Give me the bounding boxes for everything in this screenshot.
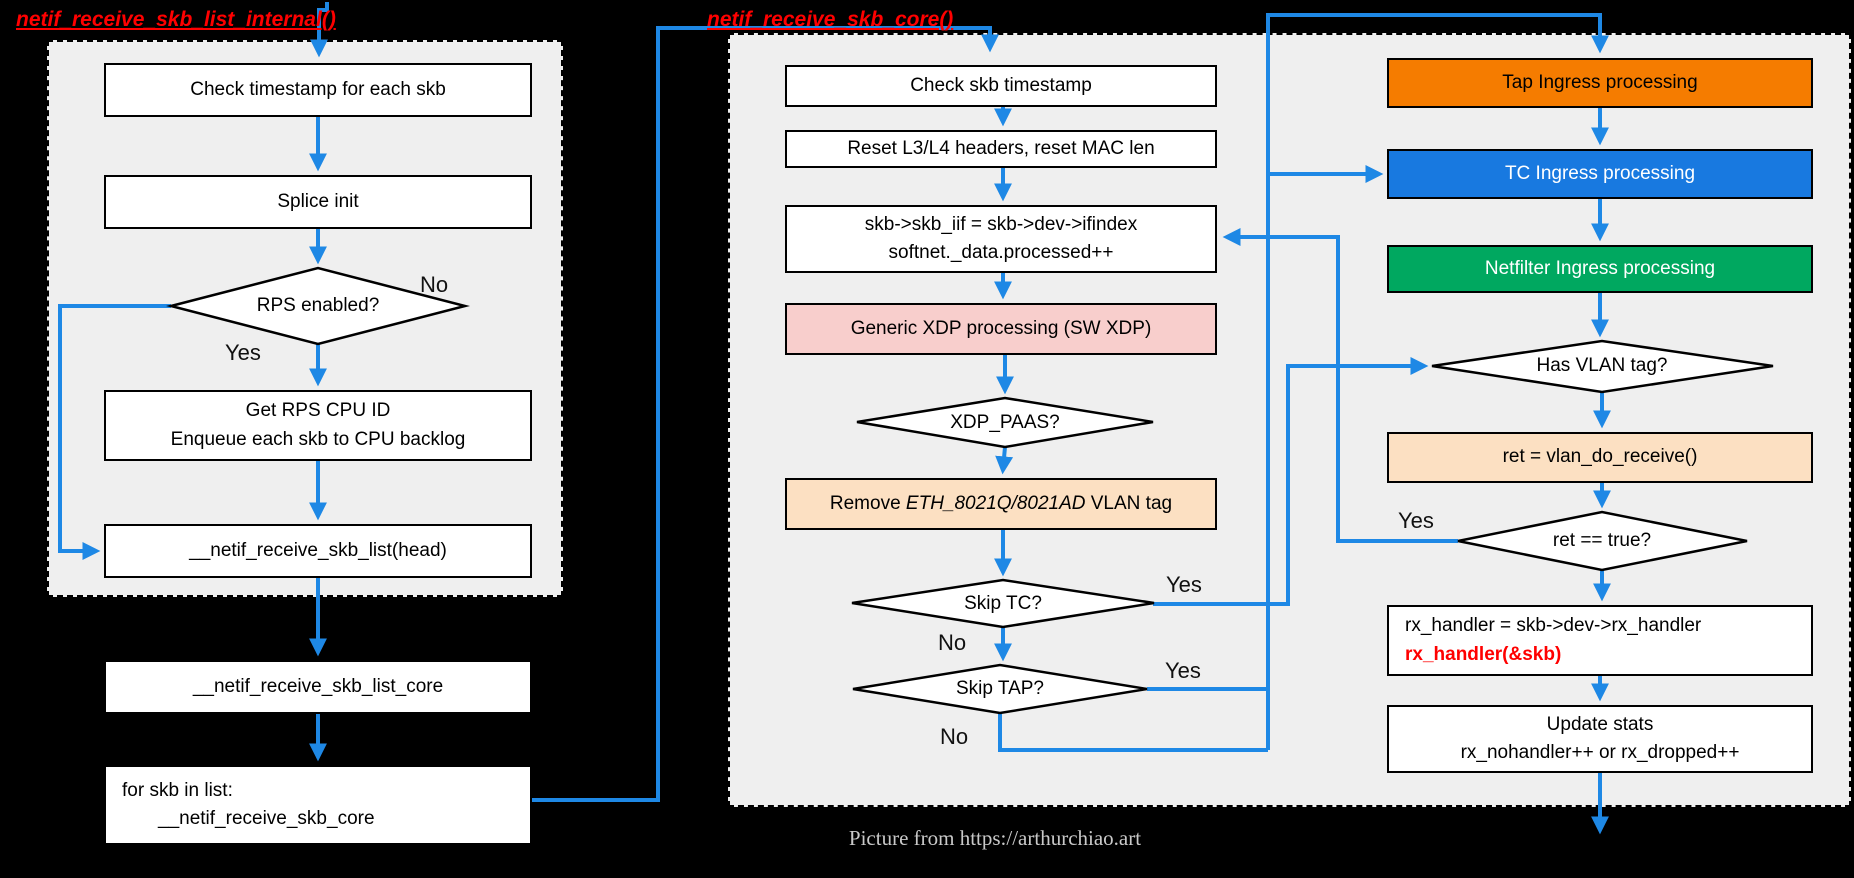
box-tap-ingress: Tap Ingress processing [1387,58,1813,108]
box-check-timestamp: Check timestamp for each skb [104,63,532,117]
diamond-skip-tap [852,663,1148,715]
label-rps-yes: Yes [225,340,261,365]
box-rx-handler: rx_handler = skb->dev->rx_handler rx_han… [1387,605,1813,676]
arrow-ret-yes-loop [1222,228,1458,543]
arrow-trunk-to-tap [1266,13,1609,750]
source-caption: Picture from https://arthurchiao.art [848,826,1142,850]
box-update-stats: Update stats rx_nohandler++ or rx_droppe… [1387,705,1813,773]
label-skip-tc-yes: Yes [1166,572,1202,597]
label-skip-tc: Skip TC? [964,593,1042,614]
diamond-has-vlan [1431,339,1774,394]
arrow-pass-to-vlanremove [995,446,1014,475]
label-skip-tc-no: No [938,630,967,655]
box-reset-headers: Reset L3/L4 headers, reset MAC len [785,130,1217,168]
label-skip-tap-yes: Yes [1165,658,1201,683]
label-ret-true: ret == true? [1552,530,1652,551]
label-rps-no: No [420,272,449,297]
box-remove-vlan-tag: Remove ETH_8021Q/8021AD VLAN tag [785,478,1217,530]
arrow-entry-left [310,2,329,58]
label-xdp-pass: XDP_PAAS? [950,412,1060,433]
arrow-forloop-to-core [532,26,999,802]
diamond-rps-enabled [166,266,470,346]
arrow-rps-no-loop [58,304,171,560]
label-rps-enabled: RPS enabled? [256,295,380,316]
box-generic-xdp: Generic XDP processing (SW XDP) [785,303,1217,355]
diamond-xdp-pass [856,396,1154,449]
box-vlan-do-receive: ret = vlan_do_receive() [1387,432,1813,483]
box-skb-iif: skb->skb_iif = skb->dev->ifindex softnet… [785,205,1217,273]
label-skip-tap-no: No [940,724,969,749]
box-splice-init: Splice init [104,175,532,229]
label-skip-tap: Skip TAP? [955,678,1045,699]
arrow-skiptc-yes-to-hasvlan [1153,357,1429,606]
box-netif-receive-skb-list-core: __netif_receive_skb_list_core [104,660,532,714]
label-ret-yes: Yes [1398,508,1434,533]
diamond-skip-tc [851,578,1155,629]
diamond-ret-true [1457,510,1748,572]
label-has-vlan: Has VLAN tag? [1536,355,1668,376]
line-skiptap-no [998,713,1268,752]
box-for-skb-loop: for skb in list: __netif_receive_skb_cor… [104,765,532,845]
title-netif-receive-skb-core: netif_receive_skb_core() [707,8,954,31]
box-get-rps: Get RPS CPU ID Enqueue each skb to CPU b… [104,390,532,461]
title-netif-receive-skb-list-internal: netif_receive_skb_list_internal() [16,8,336,31]
box-netif-receive-skb-list: __netif_receive_skb_list(head) [104,524,532,578]
box-tc-ingress: TC Ingress processing [1387,149,1813,199]
box-check-skb-timestamp: Check skb timestamp [785,65,1217,107]
box-netfilter-ingress: Netfilter Ingress processing [1387,245,1813,293]
